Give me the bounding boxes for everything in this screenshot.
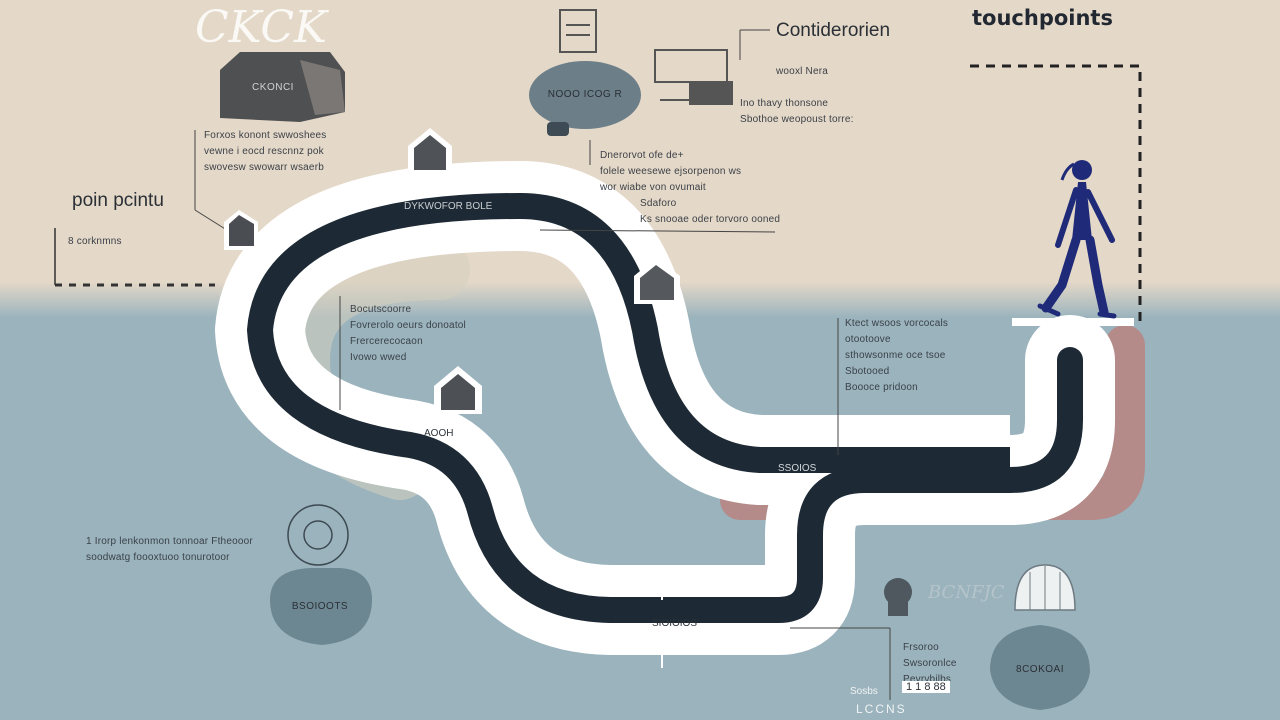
note-center-top: Dnerorvot ofe de+ folele weesewe ejsorpe…: [600, 148, 780, 228]
bottom-brand-label: LCCNS: [856, 702, 907, 716]
badge-label-bottom-right: 8COKOAI: [1016, 664, 1064, 675]
house-icon: [224, 210, 258, 250]
note-line: Pevrvbilbs: [903, 674, 952, 685]
note-line: wor wiabe von ovumait: [600, 182, 706, 193]
head-icon: [884, 578, 912, 616]
bottom-tag: 1 1 8 88: [902, 681, 950, 693]
road-shadow: [720, 325, 1145, 520]
badge-stem: [547, 122, 569, 136]
badge-bottom-right: [990, 625, 1090, 710]
dashed-boundary-right: [970, 64, 1142, 325]
note-line: Dnerorvot ofe de+: [600, 150, 684, 161]
note-line: Swsoronlce: [903, 658, 957, 669]
note-line: Sbotooed: [845, 366, 890, 377]
leader-lines: [194, 29, 891, 700]
note-line: Frercerecocaon: [350, 336, 423, 347]
note-line: Ks snooae oder torvoro ooned: [640, 214, 781, 225]
note-line: Ino thavy thonsone: [740, 98, 829, 109]
walking-person-icon: [1037, 160, 1117, 319]
note-right-mid: Ktect wsoos vorcocals otootoove sthowson…: [845, 316, 948, 396]
note-line: Fovrerolo oeurs donoatol: [350, 320, 466, 331]
path-label-right: SSOIOS: [778, 463, 817, 474]
note-line: swovesw swowarr wsaerb: [204, 162, 324, 173]
badge-label-top-mid: NOOO ICOG R: [547, 89, 623, 100]
note-line: Ktect wsoos vorcocals: [845, 318, 949, 329]
target-icon-inner: [303, 520, 333, 550]
path-label-middle: AOOH: [424, 428, 454, 439]
note-line: sthowsonme oce tsoe: [845, 350, 946, 361]
note-line: 1 Irorp lenkonmon tonnoar Ftheooor: [86, 536, 253, 547]
target-icon: [287, 504, 349, 566]
dome-icon: [1014, 564, 1076, 611]
note-line: otootoove: [845, 334, 891, 345]
note-bottom-left: 1 Irorp lenkonmon tonnoar Ftheooor soodw…: [86, 534, 253, 566]
consideration-heading: Contiderorien: [776, 20, 891, 41]
cabinet-icon: [220, 52, 345, 122]
top-left-logo: CKCK: [195, 2, 327, 53]
note-line: Forxos konont swwoshees: [204, 130, 327, 141]
path-label-bottom: SIOIOIOS: [652, 618, 698, 629]
house-icon: [634, 258, 680, 304]
laptop-icon: [559, 9, 733, 105]
note-line: Boooce pridoon: [845, 382, 918, 393]
badge-bottom-left: [270, 568, 372, 645]
badge-top-mid: [529, 61, 641, 129]
tick-marks: [661, 425, 981, 668]
note-mid-top-small: wooxl Nera: [776, 66, 829, 77]
note-line: Bocutscoorre: [350, 304, 412, 315]
bottom-small-label: Sosbs: [850, 686, 878, 697]
note-line: folele weesewe ejsorpenon ws: [600, 166, 742, 177]
note-line: Frsoroo: [903, 642, 939, 653]
touchpoints-heading: touchpoints: [972, 6, 1113, 30]
badge-label-bottom-left: BSOIOOTS: [291, 601, 349, 612]
note-line: Ivowo wwed: [350, 352, 407, 363]
badge-label-top-left: CKONCI: [252, 82, 294, 93]
house-icon: [408, 128, 452, 173]
road-main: [247, 193, 1083, 623]
walker-platform: [1012, 318, 1134, 326]
note-mid-top-right: Ino thavy thonsone Sbothoe weopoust torr…: [740, 96, 854, 128]
path-label-top: DYKWOFOR BOLE: [404, 201, 493, 212]
note-line: soodwatg foooxtuoo tonurotoor: [86, 552, 230, 563]
note-line: Sdaforo: [640, 198, 677, 209]
note-line: Sbothoe weopoust torre:: [740, 114, 854, 125]
note-inner-loop: Bocutscoorre Fovrerolo oeurs donoatol Fr…: [350, 302, 466, 366]
note-line: vewne i eocd rescnnz pok: [204, 146, 324, 157]
bottom-faded-label: BCNFJC: [928, 582, 1005, 603]
pain-points-heading: poin pcintu: [72, 190, 164, 211]
note-left-upper: Forxos konont swwoshees vewne i eocd res…: [204, 128, 326, 176]
road-upper: [519, 193, 1010, 473]
note-left-small: 8 corknmns: [68, 236, 122, 247]
note-bottom-right: Frsoroo Swsoronlce Pevrvbilbs: [903, 640, 957, 688]
house-icon: [434, 366, 482, 414]
